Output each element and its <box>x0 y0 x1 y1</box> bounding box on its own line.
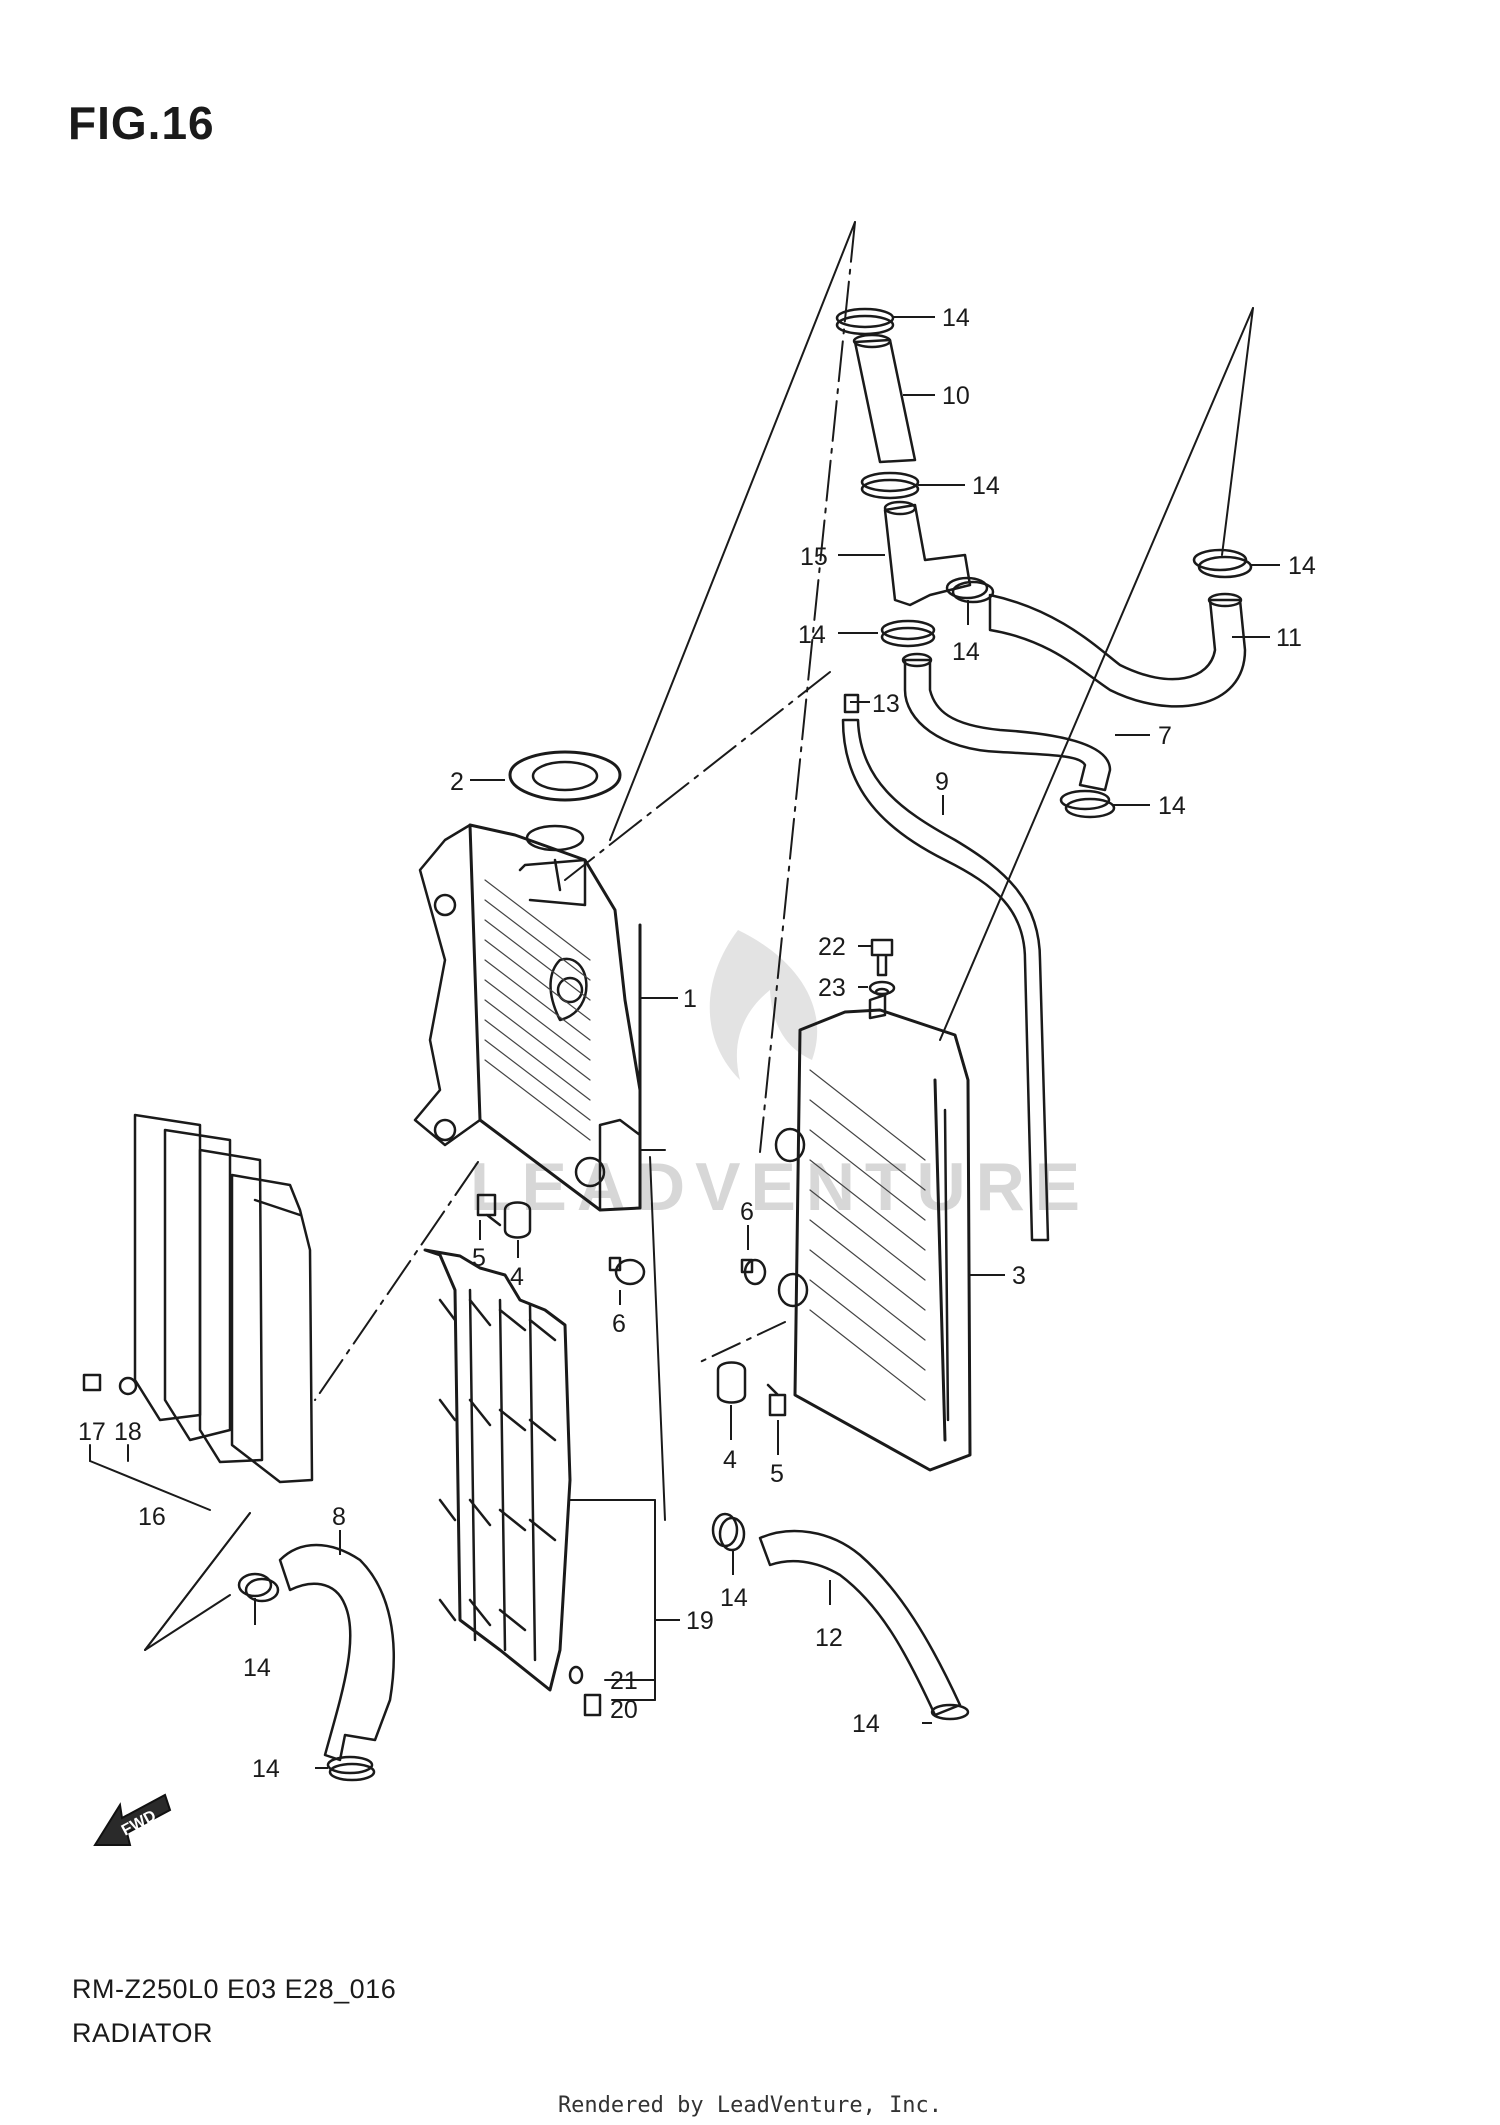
callout-14: 14 <box>942 304 970 332</box>
diagram-code: RM-Z250L0 E03 E28_016 <box>72 1974 397 2004</box>
callout-13: 13 <box>872 690 900 718</box>
left-radiator <box>413 823 642 1212</box>
callout-17: 17 <box>78 1418 106 1446</box>
render-credit: Rendered by LeadVenture, Inc. <box>557 2093 943 2118</box>
radiator-louver-set <box>133 1113 314 1484</box>
callout-21: 21 <box>610 1667 638 1695</box>
callout-14: 14 <box>952 638 980 666</box>
callout-leaders <box>254 316 1280 1769</box>
hose-9 <box>841 718 1050 1242</box>
radiator-cap <box>508 750 622 802</box>
callout-15: 15 <box>800 543 828 571</box>
guide-lines <box>144 221 1254 1651</box>
callout-18: 18 <box>114 1418 142 1446</box>
callout-14: 14 <box>798 621 826 649</box>
callout-14: 14 <box>243 1654 271 1682</box>
forward-arrow-icon: FWD <box>93 1793 172 1846</box>
callout-5: 5 <box>770 1460 784 1488</box>
callout-7: 7 <box>1158 722 1172 750</box>
callout-14: 14 <box>852 1710 880 1738</box>
callout-1: 1 <box>683 985 697 1013</box>
group-brackets <box>89 1149 666 1701</box>
radiator-guard <box>423 1248 572 1692</box>
callout-5: 5 <box>472 1244 486 1272</box>
callout-9: 9 <box>935 768 949 796</box>
callout-3: 3 <box>1012 1262 1026 1290</box>
callout-6: 6 <box>740 1198 754 1226</box>
hose-union-15 <box>883 500 972 607</box>
callout-20: 20 <box>610 1696 638 1724</box>
callout-8: 8 <box>332 1503 346 1531</box>
callout-14: 14 <box>252 1755 280 1783</box>
hose-11 <box>988 592 1247 708</box>
small-fasteners <box>82 693 896 1717</box>
callout-10: 10 <box>942 382 970 410</box>
callout-19: 19 <box>686 1607 714 1635</box>
callout-4: 4 <box>510 1263 524 1291</box>
right-radiator <box>774 993 972 1472</box>
callout-12: 12 <box>815 1624 843 1652</box>
callout-14: 14 <box>1158 792 1186 820</box>
hose-7 <box>901 652 1112 792</box>
callout-11: 11 <box>1276 624 1302 652</box>
callout-22: 22 <box>818 933 846 961</box>
callout-14: 14 <box>1288 552 1316 580</box>
callout-14: 14 <box>972 472 1000 500</box>
callout-14: 14 <box>720 1584 748 1612</box>
diagram-section-name: RADIATOR <box>72 2018 214 2048</box>
hose-clamp <box>237 307 1253 1782</box>
callout-4: 4 <box>723 1446 737 1474</box>
callout-labels: 14 10 14 15 14 14 14 11 13 7 9 14 2 1 22… <box>78 304 1316 1783</box>
callout-16: 16 <box>138 1503 166 1531</box>
callout-2: 2 <box>450 768 464 796</box>
callout-23: 23 <box>818 974 846 1002</box>
svg-text:LEADVENTURE: LEADVENTURE <box>470 1149 1090 1225</box>
hose-8 <box>278 1543 395 1762</box>
callout-6: 6 <box>612 1310 626 1338</box>
hose-12 <box>758 1529 962 1717</box>
hose-10 <box>852 333 917 464</box>
figure-title: FIG.16 <box>68 97 215 149</box>
